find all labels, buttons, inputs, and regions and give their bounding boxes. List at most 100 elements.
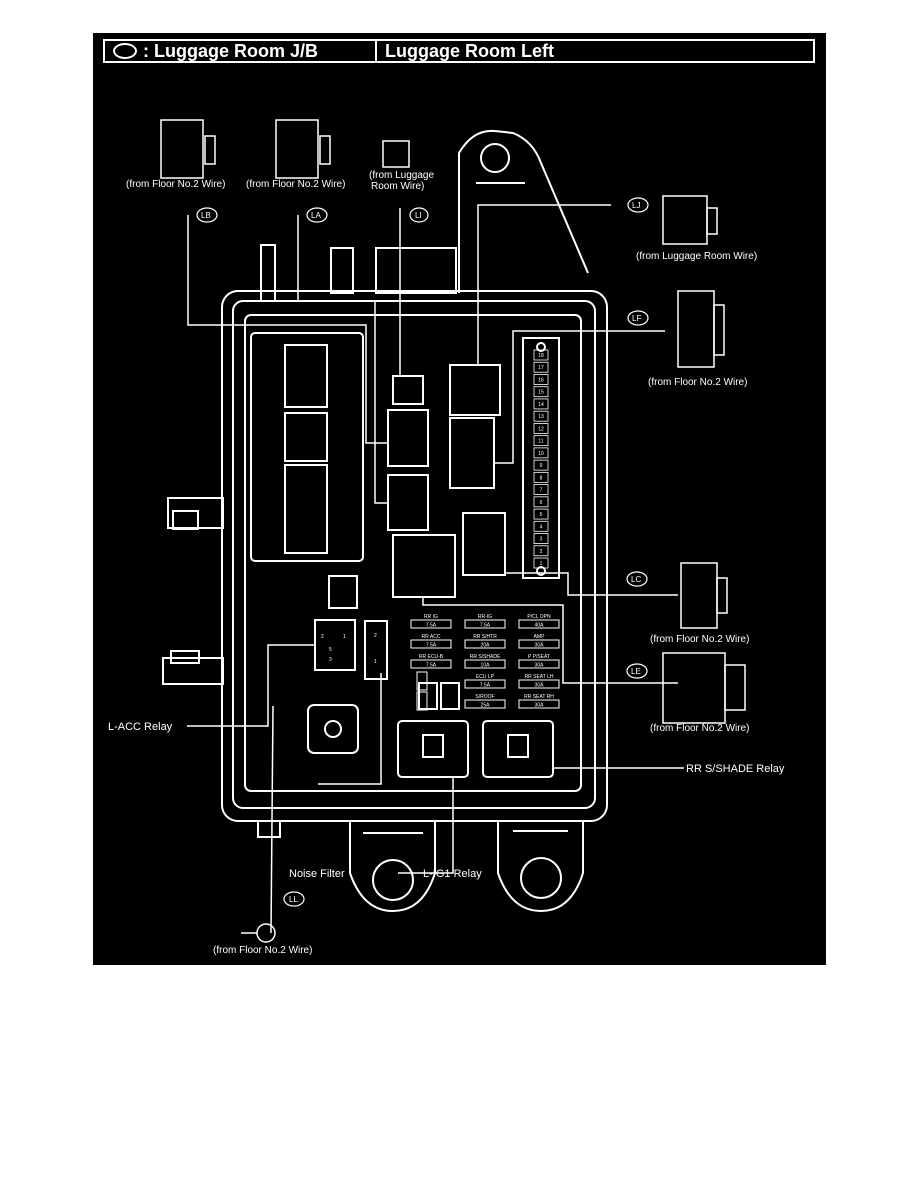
le-tag-circle [626, 663, 648, 679]
fuse-slot: S/ROOF 25A [464, 694, 506, 709]
lj-tag-circle [627, 197, 649, 213]
jb-housing-outer [221, 290, 608, 822]
la-connector-icon [275, 119, 319, 179]
lf-terminal-number: 5 [540, 512, 543, 518]
lf-terminal-number: 18 [538, 353, 544, 359]
li-connector-icon [382, 140, 410, 168]
top-mount-clip [330, 247, 354, 294]
la-tag: LA [311, 211, 321, 220]
lf-terminal-number: 16 [538, 377, 544, 383]
fuse-name: RR ACC [422, 634, 441, 640]
lf-terminal-cell [533, 557, 549, 569]
fuse-amp: 30A [535, 643, 545, 649]
lf-terminal-number: 7 [540, 488, 543, 494]
la-tag-circle [306, 207, 328, 223]
jb-housing-inner [232, 300, 596, 809]
fuse-amp: 40A [535, 623, 545, 629]
lacc-pin-5: 5 [329, 647, 332, 653]
li-socket [392, 375, 424, 405]
junction-block-diagram: : Luggage Room J/B Luggage Room Left [93, 33, 826, 965]
round-component [307, 704, 359, 754]
lf-terminal-cell [533, 533, 549, 544]
fuse-body [464, 699, 506, 709]
fuse-body [464, 659, 506, 669]
header-left-cell: : Luggage Room J/B [105, 41, 377, 61]
bottom-lug-left [349, 821, 436, 913]
lig1-relay-socket [397, 720, 469, 778]
la-label: (from Floor No.2 Wire) [246, 179, 345, 190]
li-label-line1: (from Luggage [369, 170, 434, 181]
lf-terminal-cell [533, 471, 549, 483]
lf-terminal-cell [533, 435, 549, 447]
fuse-amp: 7.5A [426, 623, 437, 629]
lf-terminal-number: 8 [540, 475, 543, 481]
wire-lines [187, 204, 684, 934]
lc-connector-icon [680, 562, 718, 629]
fuse-name: P/CL OPN [527, 614, 551, 620]
lf-terminal-number: 12 [538, 426, 544, 432]
fuse-slot: ECU LP7.5A [464, 674, 506, 689]
fuse-name: RR SEAT RH [524, 694, 554, 700]
lf-terminal-cell [533, 374, 549, 385]
lb-tag: LB [201, 211, 211, 220]
lacc-relay-pins: 2 1 5 3 [321, 634, 346, 663]
diagram-header: : Luggage Room J/B Luggage Room Left [103, 39, 815, 63]
fuse-amp: 25A [481, 703, 491, 709]
header-right-title: Luggage Room Left [385, 40, 554, 61]
fuse-body [464, 679, 506, 689]
fuse-body [518, 699, 560, 709]
fuse-body [410, 639, 452, 649]
lf-terminal-number: 17 [538, 365, 544, 371]
le-socket [392, 534, 456, 598]
lf-connector-icon [677, 290, 715, 368]
bottom-lug-right [497, 821, 584, 913]
rr-sshade-relay-label: RR S/SHADE Relay [686, 763, 785, 775]
noise-filter-pin-1: 1 [374, 659, 377, 665]
lf-terminal-cell [533, 520, 549, 532]
fuse-slot: RR IG7.5A [410, 614, 452, 629]
lf-terminal-cell [533, 410, 549, 422]
fuse-amp: 10A [481, 663, 491, 669]
la-socket [387, 409, 429, 467]
junction-symbol-icon [113, 43, 137, 59]
fuse-amp: 7.5A [426, 663, 437, 669]
fuse-amp: 30A [535, 683, 545, 689]
fuse-name: P P/SEAT [528, 654, 550, 660]
lj-socket [449, 364, 501, 416]
fuse-body [518, 659, 560, 669]
header-left-title: : Luggage Room J/B [143, 40, 318, 61]
lig1-relay-label: L-IG1 Relay [423, 868, 482, 880]
lf-terminal-number: 6 [540, 500, 543, 506]
fuse-name: AMP [534, 634, 546, 640]
lf-terminal-cell [533, 398, 549, 410]
fuse-name: ECU LP [476, 674, 495, 680]
lf-socket [449, 417, 495, 489]
lb-connector-icon [160, 119, 204, 179]
noise-filter-pin-2: 2 [374, 633, 377, 639]
left-connector-block [250, 332, 364, 562]
ll-tag: LL [289, 895, 298, 904]
le-connector-icon [662, 652, 726, 724]
lacc-pin-1: 1 [343, 634, 346, 640]
fuse-name: RR-IG [478, 614, 492, 620]
lf-terminal-number: 4 [540, 524, 543, 530]
lj-label: (from Luggage Room Wire) [636, 251, 757, 262]
lf-terminal-number: 3 [540, 537, 543, 543]
fuse-amp: 7.5A [480, 623, 491, 629]
fuse-name: S/ROOF [475, 694, 494, 700]
top-bracket-hole [480, 143, 510, 173]
spare-slot [416, 691, 428, 711]
lf-terminal-number: 1 [540, 561, 543, 567]
left-mount-upper [167, 497, 224, 529]
fuse-name: RR ECU-B [419, 654, 444, 660]
lb-tag-circle [196, 207, 218, 223]
bottom-tab [257, 820, 281, 838]
li-label-line2: Room Wire) [371, 181, 424, 192]
fuse-amp: 30A [535, 663, 545, 669]
fuse-name: RR S/SHADE [470, 654, 501, 660]
lj-connector-icon [662, 195, 708, 245]
